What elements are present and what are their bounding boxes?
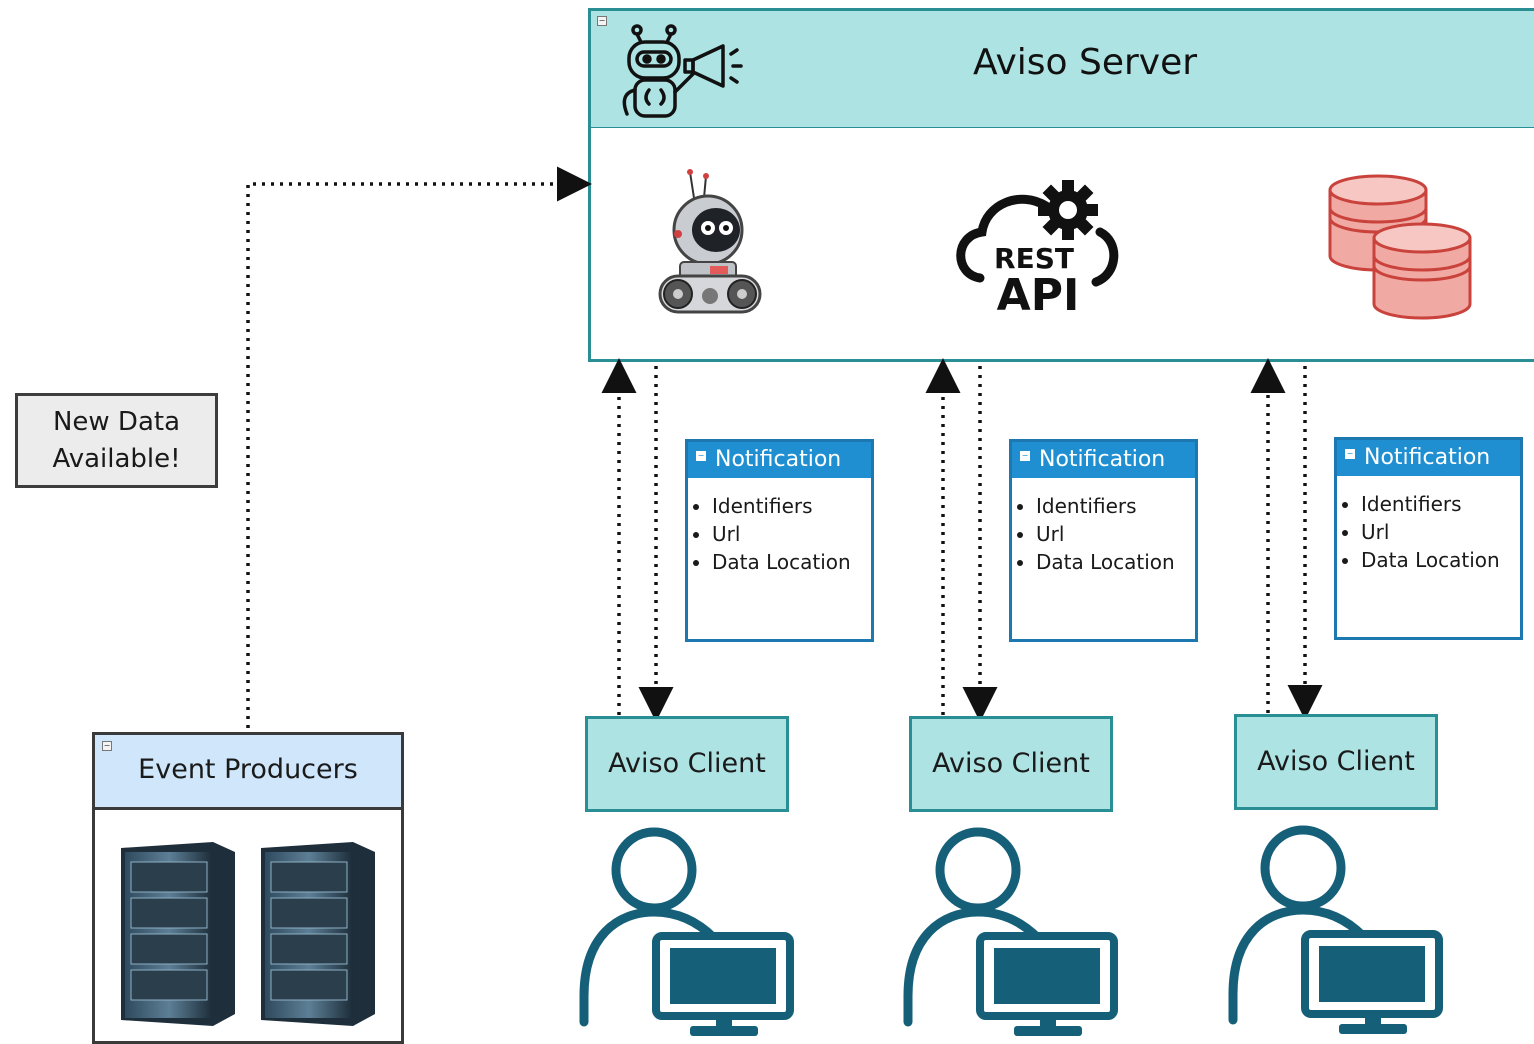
user-computer-icon xyxy=(579,827,794,1036)
aviso-client-1[interactable]: Aviso Client xyxy=(585,716,789,812)
notification-item: Data Location xyxy=(712,548,851,576)
notification-items: Identifiers Url Data Location xyxy=(1341,490,1500,574)
notification-title: Notification xyxy=(1039,447,1166,472)
api-label: API xyxy=(997,270,1080,318)
server-header xyxy=(588,8,1534,130)
notification-header: − Notification xyxy=(1337,440,1520,476)
notification-card: − Notification Identifiers Url Data Loca… xyxy=(1009,439,1198,642)
notification-item: Url xyxy=(1036,520,1175,548)
new-data-note: New Data Available! xyxy=(15,393,218,488)
user-computer-icon xyxy=(903,827,1118,1036)
aviso-client-3[interactable]: Aviso Client xyxy=(1234,714,1438,810)
aviso-client-2[interactable]: Aviso Client xyxy=(909,716,1113,812)
event-producers-header xyxy=(95,735,401,810)
notification-title: Notification xyxy=(1364,445,1491,470)
rest-api-cloud-gear-icon: REST API xyxy=(956,180,1119,318)
server-collapse-icon[interactable]: − xyxy=(597,16,607,26)
notification-card: − Notification Identifiers Url Data Loca… xyxy=(685,439,874,642)
notification-item: Url xyxy=(712,520,851,548)
notification-header: − Notification xyxy=(688,442,871,478)
new-data-line1: New Data xyxy=(52,406,181,437)
notification-item: Identifiers xyxy=(712,492,851,520)
new-data-line2: Available! xyxy=(52,443,181,474)
producers-collapse-icon[interactable]: − xyxy=(102,741,112,751)
notification-item: Identifiers xyxy=(1361,490,1500,518)
notification-item: Data Location xyxy=(1036,548,1175,576)
user-computer-icon xyxy=(1228,825,1443,1034)
notification-items: Identifiers Url Data Location xyxy=(1016,492,1175,576)
notification-collapse-icon[interactable]: − xyxy=(696,451,706,461)
robot-icon xyxy=(658,169,762,314)
notification-item: Data Location xyxy=(1361,546,1500,574)
notification-items: Identifiers Url Data Location xyxy=(692,492,851,576)
rest-label: REST xyxy=(994,242,1074,275)
notification-card: − Notification Identifiers Url Data Loca… xyxy=(1334,437,1523,640)
producer-to-server-connector xyxy=(246,166,592,728)
notification-header: − Notification xyxy=(1012,442,1195,478)
notification-item: Url xyxy=(1361,518,1500,546)
notification-title: Notification xyxy=(715,447,842,472)
robot-megaphone-icon xyxy=(622,24,743,118)
event-producers-title: Event Producers xyxy=(138,754,358,785)
database-icon xyxy=(1328,174,1472,320)
notification-item: Identifiers xyxy=(1036,492,1175,520)
server-title: Aviso Server xyxy=(972,42,1198,83)
notification-collapse-icon[interactable]: − xyxy=(1345,449,1355,459)
notification-collapse-icon[interactable]: − xyxy=(1020,451,1030,461)
server-rack-icon xyxy=(121,842,375,1026)
